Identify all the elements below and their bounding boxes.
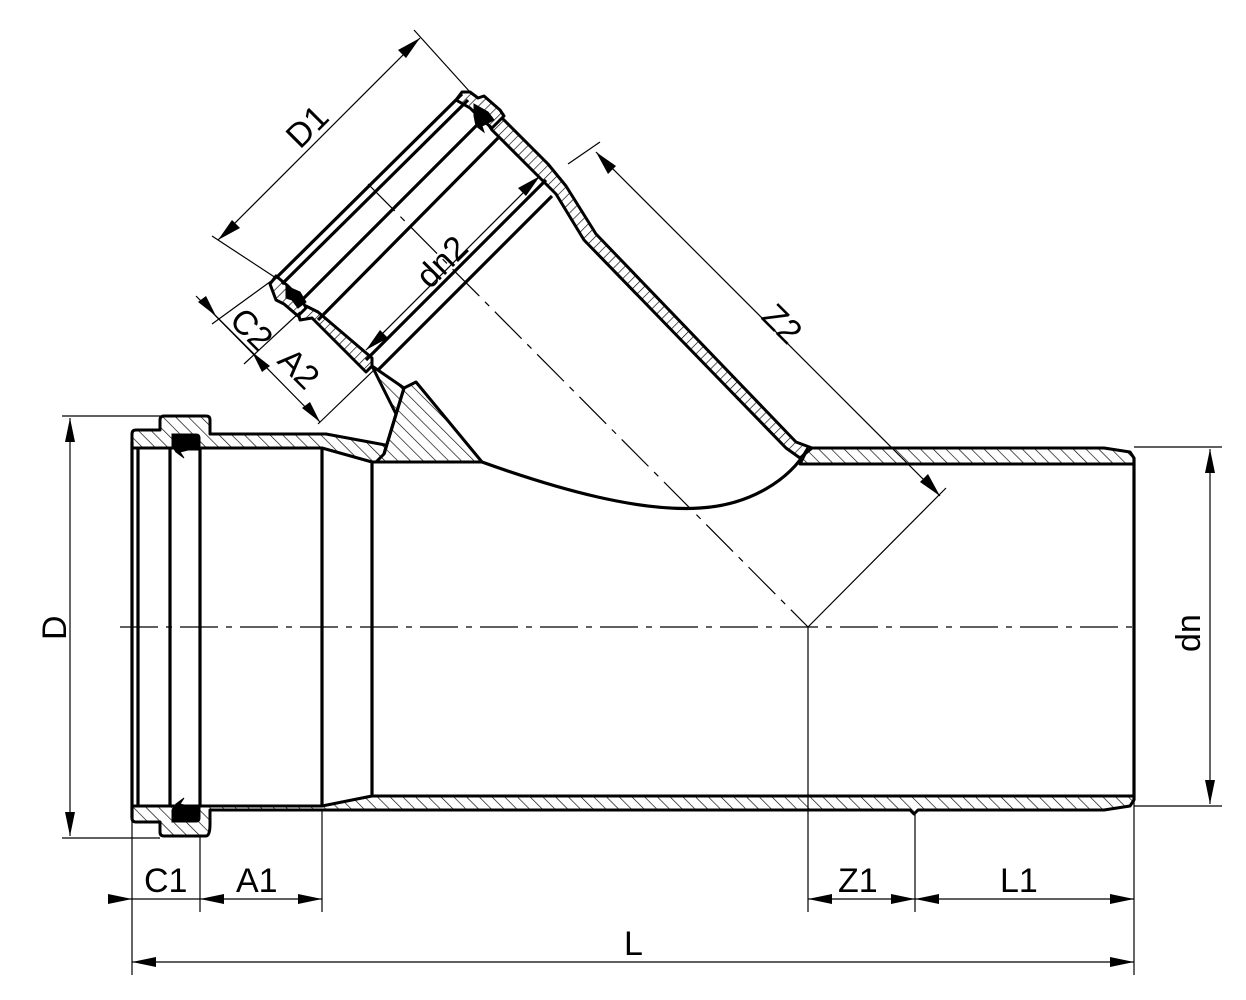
label-L: L — [624, 925, 643, 963]
branch-seal-bottom — [285, 285, 307, 309]
branch-seal-line-1 — [298, 116, 486, 304]
branch-seal-line-2 — [316, 136, 500, 322]
main-pipe-bottom-wall — [130, 794, 1136, 838]
branch-seal-top — [473, 103, 495, 134]
label-dn: dn — [1170, 614, 1208, 652]
branch-bore-line — [376, 194, 554, 372]
label-C1: C1 — [144, 862, 187, 900]
branch-socket-outer — [274, 92, 464, 280]
label-A1: A1 — [236, 862, 278, 900]
label-C2: C2 — [222, 301, 280, 359]
seal-ring-top — [171, 433, 201, 459]
branch-pipe — [268, 90, 814, 511]
main-pipe-top-wall-right — [798, 446, 1136, 466]
label-L1: L1 — [1000, 862, 1038, 900]
label-D: D — [36, 615, 74, 640]
label-dn2: dn2 — [409, 229, 476, 296]
intersection-curve — [481, 447, 810, 511]
label-Z2: Z2 — [754, 297, 809, 352]
branch-centerline — [367, 183, 809, 628]
branch-crotch-block — [370, 364, 484, 464]
label-Z1: Z1 — [838, 862, 878, 900]
branch-crotch-edge — [382, 387, 406, 455]
seal-ring-bottom — [171, 797, 201, 823]
branch-right-wall — [486, 114, 814, 460]
label-A2: A2 — [270, 341, 326, 397]
dimension-lines — [62, 29, 1222, 975]
branch-socket-mouth — [280, 98, 470, 286]
main-pipe — [130, 414, 1136, 838]
label-D1: D1 — [279, 98, 337, 156]
branch-socket-depth-line — [364, 178, 548, 362]
